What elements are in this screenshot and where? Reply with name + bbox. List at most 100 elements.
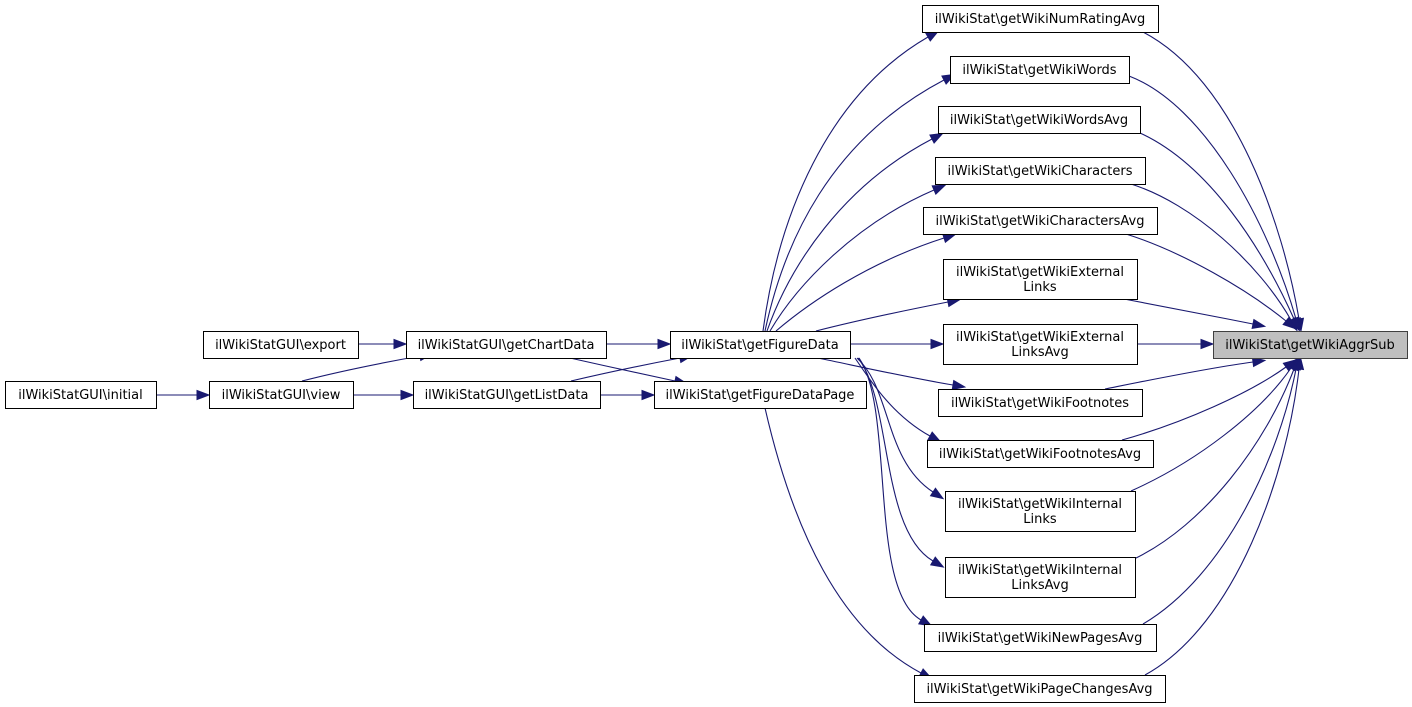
edge-footnotesAvg-to-aggrsub <box>1121 359 1297 441</box>
edge-externalLinks-to-aggrsub <box>1123 298 1267 330</box>
edge-wordsAvg-to-aggrsub <box>1139 132 1300 332</box>
node-label: ilWikiStat\getWikiNumRatingAvg <box>935 12 1146 27</box>
node-box <box>209 381 354 409</box>
edge-line <box>858 357 922 621</box>
edge-getFigureData-to-numRatingAvg <box>762 30 940 332</box>
node-footnotesAvg[interactable]: ilWikiStat\getWikiFootnotesAvg <box>927 440 1154 468</box>
edge-export-to-getChartData <box>358 338 408 350</box>
edge-line <box>1139 132 1295 320</box>
node-view[interactable]: ilWikiStatGUI\view <box>209 381 354 409</box>
node-label: ilWikiStatGUI\export <box>215 338 346 353</box>
node-newPagesAvg[interactable]: ilWikiStat\getWikiNewPagesAvg <box>924 624 1157 652</box>
node-box <box>950 56 1130 84</box>
node-box <box>922 5 1159 33</box>
arrowhead-icon <box>929 556 945 568</box>
edge-getFigureData-to-externalLinks <box>815 296 962 332</box>
arrowhead-icon <box>641 389 656 401</box>
node-aggrsub[interactable]: ilWikiStat\getWikiAggrSub <box>1213 331 1408 359</box>
node-label: ilWikiStat\getWikiCharacters <box>948 164 1133 179</box>
edge-line <box>1121 366 1287 441</box>
edge-line <box>301 355 421 382</box>
nodes-layer: ilWikiStatGUI\initial ilWikiStatGUI\expor… <box>5 5 1408 703</box>
edge-numRatingAvg-to-aggrsub <box>1142 31 1305 333</box>
node-label: ilWikiStat\getWikiExternal <box>956 265 1124 280</box>
edge-line <box>570 357 681 382</box>
arrowhead-icon <box>929 132 944 144</box>
edge-charactersAvg-to-aggrsub <box>1125 233 1297 330</box>
edge-getFigureData-to-footnotes <box>817 357 967 391</box>
node-footnotes[interactable]: ilWikiStat\getWikiFootnotes <box>938 389 1143 417</box>
node-box <box>670 331 851 359</box>
edge-getFigureData-to-newPagesAvg <box>858 357 933 627</box>
node-characters[interactable]: ilWikiStat\getWikiCharacters <box>935 157 1146 185</box>
node-label: ilWikiStatGUI\getChartData <box>418 338 595 353</box>
node-words[interactable]: ilWikiStat\getWikiWords <box>950 56 1130 84</box>
edge-line <box>1123 298 1254 325</box>
edge-line <box>1144 368 1300 676</box>
node-label: ilWikiStat\getFigureData <box>681 338 838 353</box>
node-label: ilWikiStatGUI\getListData <box>425 388 589 403</box>
node-label: ilWikiStat\getWikiWords <box>962 63 1116 78</box>
node-box <box>923 207 1158 235</box>
node-charactersAvg[interactable]: ilWikiStat\getWikiCharactersAvg <box>923 207 1158 235</box>
edge-line <box>766 138 933 332</box>
node-getChartData[interactable]: ilWikiStatGUI\getChartData <box>406 331 607 359</box>
node-box <box>938 106 1141 134</box>
node-getFigureDataPage[interactable]: ilWikiStat\getFigureDataPage <box>654 381 867 409</box>
node-label: ilWikiStat\getWikiNewPagesAvg <box>938 631 1143 646</box>
node-label: ilWikiStat\getFigureDataPage <box>666 388 855 403</box>
arrowhead-icon <box>393 338 408 350</box>
node-box <box>935 157 1146 185</box>
node-initial[interactable]: ilWikiStatGUI\initial <box>5 381 157 409</box>
node-label: Links <box>1023 280 1057 295</box>
edge-getFigureData-to-characters <box>769 184 947 332</box>
edge-characters-to-aggrsub <box>1130 183 1298 332</box>
node-export[interactable]: ilWikiStatGUI\export <box>203 331 359 359</box>
arrowhead-icon <box>1282 316 1297 330</box>
node-getListData[interactable]: ilWikiStatGUI\getListData <box>413 381 601 409</box>
node-label: ilWikiStat\getWikiCharactersAvg <box>935 214 1144 229</box>
node-label: ilWikiStat\getWikiWordsAvg <box>950 113 1128 128</box>
edge-getFigureData-to-charactersAvg <box>775 233 957 332</box>
arrowhead-icon <box>931 184 947 195</box>
node-box <box>924 624 1157 652</box>
node-box <box>406 331 607 359</box>
node-box <box>203 331 359 359</box>
node-pageChangesAvg[interactable]: ilWikiStat\getWikiPageChangesAvg <box>914 675 1166 703</box>
node-numRatingAvg[interactable]: ilWikiStat\getWikiNumRatingAvg <box>922 5 1159 33</box>
edge-internalLinksAvg-to-aggrsub <box>1133 356 1299 560</box>
node-box <box>914 675 1166 703</box>
node-label: ilWikiStat\getWikiInternal <box>958 497 1122 512</box>
node-box <box>927 440 1154 468</box>
edge-line <box>817 357 954 386</box>
node-box <box>938 389 1143 417</box>
edge-getFigureData-to-words <box>764 73 956 332</box>
node-box <box>943 259 1138 300</box>
edge-getFigureData-to-externalLinksAvg <box>850 338 945 350</box>
node-box <box>1213 331 1408 359</box>
edge-pageChangesAvg-to-aggrsub <box>1144 355 1305 676</box>
edge-line <box>1130 183 1292 321</box>
edge-externalLinksAvg-to-aggrsub <box>1137 338 1215 350</box>
edge-line <box>854 357 931 437</box>
arrowhead-icon <box>930 338 945 350</box>
node-label: ilWikiStatGUI\initial <box>18 388 143 403</box>
node-label: Links <box>1023 512 1057 527</box>
node-wordsAvg[interactable]: ilWikiStat\getWikiWordsAvg <box>938 106 1141 134</box>
edge-words-to-aggrsub <box>1128 75 1301 332</box>
arrowhead-icon <box>929 487 945 500</box>
edge-view-to-getListData <box>353 389 415 401</box>
edge-line <box>856 357 934 493</box>
edge-getFigureData-to-wordsAvg <box>766 132 944 332</box>
arrowhead-icon <box>400 389 415 401</box>
edge-getChartData-to-getFigureData <box>606 338 672 350</box>
node-label: ilWikiStat\getWikiPageChangesAvg <box>926 682 1152 697</box>
node-box <box>5 381 157 409</box>
node-getFigureData[interactable]: ilWikiStat\getFigureData <box>670 331 851 359</box>
node-box <box>654 381 867 409</box>
